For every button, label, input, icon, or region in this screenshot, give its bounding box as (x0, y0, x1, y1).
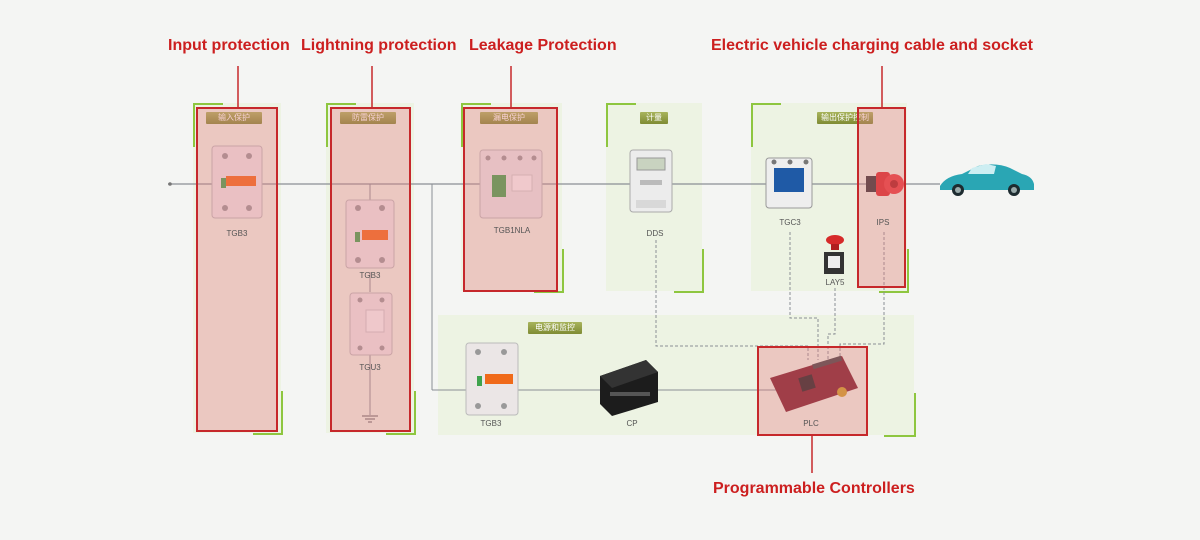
tgb3-input-breaker-icon (211, 145, 263, 219)
ground-symbol-icon (362, 415, 378, 423)
label-tgc3: TGC3 (779, 218, 801, 227)
tag-power: 电源和监控 (528, 322, 582, 334)
callout-ev-charging: Electric vehicle charging cable and sock… (711, 37, 1033, 54)
bracket-meter-tl (606, 103, 636, 147)
bus-start-dot (168, 182, 172, 186)
bracket-lightning-tl (326, 103, 356, 147)
callout-plc: Programmable Controllers (713, 480, 915, 497)
tgb3-lightning-breaker-icon (345, 199, 395, 269)
tag-output: 输出保护控制 (817, 112, 873, 124)
label-tgu3: TGU3 (359, 363, 381, 372)
label-tgb3-lightning: TGB3 (359, 271, 381, 280)
label-tgb3-input: TGB3 (226, 229, 248, 238)
tgc3-control-line (789, 232, 819, 360)
bracket-output-br (879, 249, 909, 293)
electric-car-icon (940, 164, 1034, 196)
cp-power-supply-icon (600, 360, 658, 416)
tag-input: 输入保护 (206, 112, 262, 124)
highlight-leakage-protection (463, 107, 558, 292)
tag-lightning: 防雷保护 (340, 112, 396, 124)
plc-board-icon (770, 355, 858, 412)
bracket-input-tl (193, 103, 223, 147)
callout-leakage-protection: Leakage Protection (469, 37, 617, 54)
control-dashed-lines (655, 232, 885, 360)
callout-input-protection: Input protection (168, 37, 290, 54)
bracket-power-br (884, 393, 916, 437)
dds-control-line (655, 240, 809, 360)
dds-energy-meter-icon (629, 149, 673, 213)
callout-lightning-protection: Lightning protection (301, 37, 457, 54)
tag-meter: 计量 (640, 112, 668, 124)
bracket-meter-br (674, 249, 704, 293)
label-ips: IPS (876, 218, 890, 227)
highlight-ev-socket (857, 107, 906, 288)
tgu3-surge-protector-icon (349, 292, 393, 356)
highlight-input-protection (196, 107, 278, 432)
bracket-output-tl (751, 103, 781, 147)
label-tgb3-power: TGB3 (480, 419, 502, 428)
bracket-lightning-br (386, 391, 416, 435)
tag-leakage: 漏电保护 (480, 112, 538, 124)
lay5-emergency-button-icon (824, 235, 844, 274)
label-plc: PLC (803, 419, 819, 428)
tgb1nla-rcbo-icon (479, 149, 543, 219)
ips-control-line (839, 232, 885, 360)
highlight-plc (757, 346, 868, 436)
tgc3-contactor-icon (765, 157, 813, 209)
bracket-leakage-br (534, 249, 564, 293)
label-cp: CP (626, 419, 638, 428)
ips-industrial-socket-icon (866, 172, 904, 196)
bracket-leakage-tl (461, 103, 491, 147)
callout-lines (237, 66, 883, 473)
bracket-input-br (253, 391, 283, 435)
label-dds: DDS (646, 229, 664, 238)
highlight-lightning-protection (330, 107, 411, 432)
label-lay5: LAY5 (825, 278, 845, 287)
label-tgb1nla: TGB1NLA (493, 226, 531, 235)
tgb3-power-breaker-icon (465, 342, 519, 416)
